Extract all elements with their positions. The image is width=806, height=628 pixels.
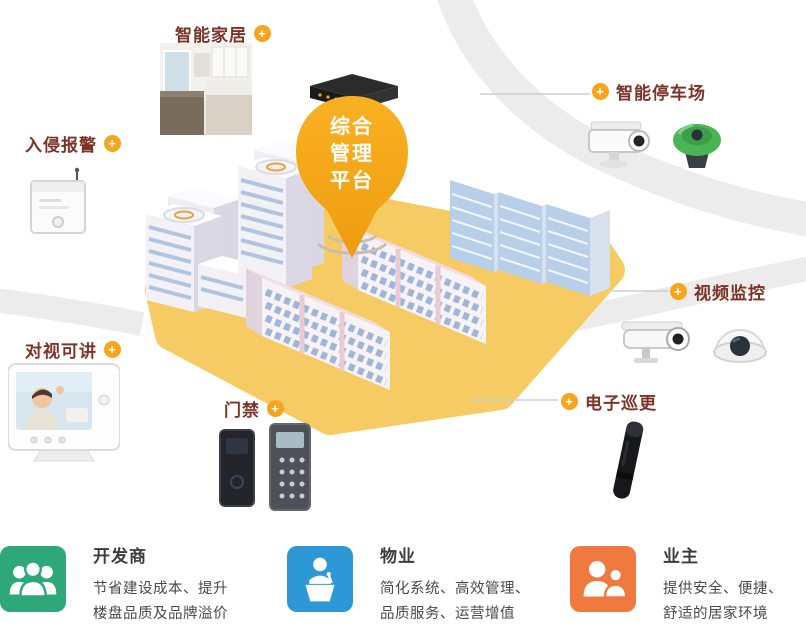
access-reader-devices (214, 420, 316, 521)
parking-camera-device (588, 121, 650, 168)
feature-smart-home: 智能家居 + (175, 21, 271, 46)
crosswalk (416, 131, 476, 175)
benefit-property: 物业 简化系统、高效管理、 品质服务、运营增值 (287, 538, 530, 628)
benefit-owner-text: 业主 提供安全、便捷、 舒适的居家环境 (663, 538, 783, 628)
feature-intrusion-alarm-label: 入侵报警 (25, 136, 97, 155)
plus-icon[interactable]: + (670, 283, 687, 300)
plus-icon[interactable]: + (104, 341, 121, 358)
feature-access-control-label: 门禁 (224, 401, 260, 420)
feature-smart-home-label: 智能家居 (175, 26, 247, 45)
plus-icon[interactable]: + (592, 83, 609, 100)
benefit-developer-text: 开发商 节省建设成本、提升 楼盘品质及品牌溢价 (93, 538, 228, 628)
feature-smart-parking-label: 智能停车场 (616, 84, 706, 103)
benefit-title: 业主 (663, 547, 699, 566)
feature-electronic-patrol-label: 电子巡更 (585, 394, 657, 413)
patrol-reader-device (592, 415, 662, 516)
smart-home-photo (159, 42, 253, 140)
alarm-panel-device (27, 167, 89, 242)
benefit-desc: 提供安全、便捷、 舒适的居家环境 (663, 581, 783, 623)
feature-video-intercom-label: 对视可讲 (25, 342, 97, 361)
developer-people-icon (0, 546, 66, 612)
feature-intrusion-alarm: 入侵报警 + (25, 131, 121, 156)
plus-icon[interactable]: + (561, 393, 578, 410)
residential-slab-1 (342, 222, 486, 344)
helipad (255, 159, 297, 175)
surveillance-camera-devices (620, 310, 775, 377)
benefit-desc: 简化系统、高效管理、 品质服务、运营增值 (380, 581, 530, 623)
benefit-developer: 开发商 节省建设成本、提升 楼盘品质及品牌溢价 (0, 538, 228, 628)
benefit-title: 物业 (380, 547, 416, 566)
helipad (163, 207, 205, 223)
podium-speaker-icon (287, 546, 353, 612)
plus-icon[interactable]: + (267, 400, 284, 417)
benefit-property-text: 物业 简化系统、高效管理、 品质服务、运营增值 (380, 538, 530, 628)
owner-people-icon (570, 546, 636, 612)
residential-towers-left (146, 187, 270, 318)
benefit-desc: 节省建设成本、提升 楼盘品质及品牌溢价 (93, 581, 228, 623)
plus-icon[interactable]: + (104, 135, 121, 152)
benefit-title: 开发商 (93, 547, 147, 566)
bullet-camera-device (621, 321, 690, 363)
residential-slab-2 (246, 268, 390, 390)
dome-camera-device (713, 329, 767, 363)
benefit-owner: 业主 提供安全、便捷、 舒适的居家环境 (570, 538, 783, 628)
residential-towers-mid (238, 141, 324, 288)
feature-video-surveillance: + 视频监控 (670, 279, 766, 304)
feature-video-intercom: 对视可讲 + (25, 337, 121, 362)
parking-devices (585, 108, 735, 185)
platform-pin (296, 96, 408, 258)
feature-electronic-patrol: + 电子巡更 (561, 389, 657, 414)
parking-space-detector-device (673, 123, 721, 168)
connector-lines (470, 93, 668, 401)
feature-access-control: 门禁 + (224, 396, 284, 421)
plus-icon[interactable]: + (254, 25, 271, 42)
intercom-monitor-device (7, 360, 121, 469)
office-buildings-right (450, 172, 610, 296)
feature-smart-parking: + 智能停车场 (592, 79, 706, 104)
feature-video-surveillance-label: 视频监控 (694, 284, 766, 303)
